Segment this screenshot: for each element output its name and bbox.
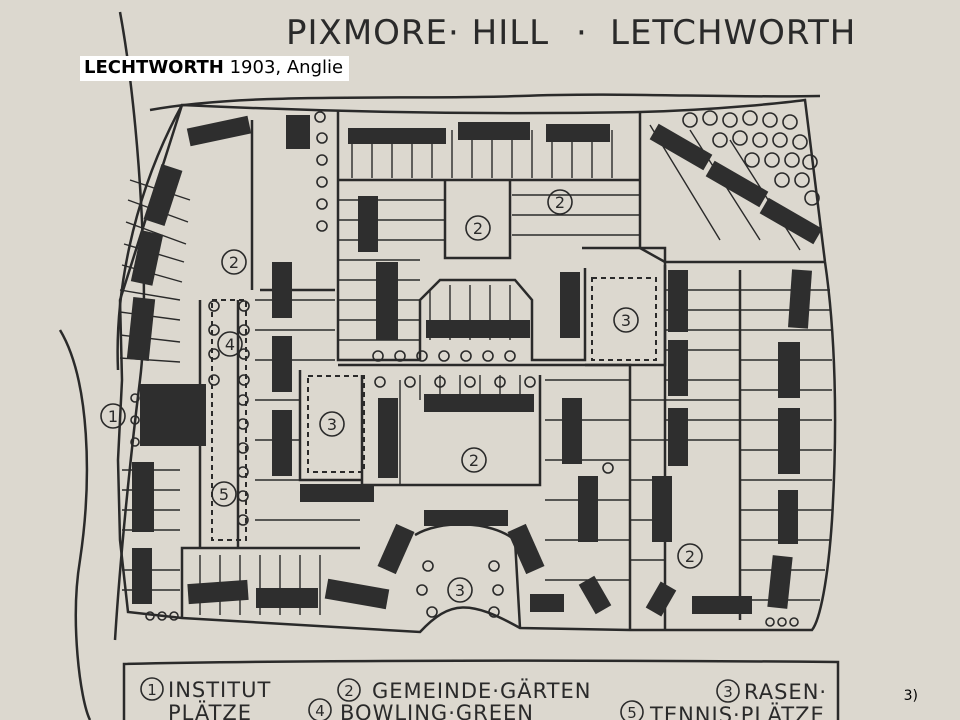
area-marker-gardens: 2	[677, 543, 703, 569]
area-number: 3	[327, 415, 337, 434]
area-marker-lawn: 3	[613, 307, 639, 333]
svg-text:2: 2	[344, 682, 354, 700]
trees	[130, 110, 820, 627]
legend-item-tennis: 5 TENNIS·PLÄTZE	[620, 700, 825, 720]
legend-item-lawn: 3 RASEN·	[716, 679, 827, 704]
area-number: 5	[219, 485, 229, 504]
area-marker-gardens: 2	[221, 249, 247, 275]
legend-item-gardens: 2 GEMEINDE·GÄRTEN	[337, 678, 591, 703]
map-heading: PIXMORE· HILL · LETCHWORTH	[286, 13, 856, 53]
area-number: 2	[555, 193, 565, 212]
area-number: 3	[621, 311, 631, 330]
area-number: 3	[455, 581, 465, 600]
svg-text:1: 1	[147, 681, 157, 699]
legend-label: INSTITUT	[168, 678, 271, 702]
area-marker-gardens: 2	[465, 215, 491, 241]
svg-text:4: 4	[315, 702, 325, 720]
legend-item-bowling: 4 BOWLING·GREEN	[308, 698, 534, 720]
area-marker-institute: 1	[100, 403, 126, 429]
area-marker-tennis: 5	[211, 481, 237, 507]
buildings	[126, 115, 823, 617]
area-number: 2	[685, 547, 695, 566]
area-marker-lawn: 3	[319, 411, 345, 437]
area-number: 2	[469, 451, 479, 470]
svg-text:5: 5	[627, 704, 637, 720]
area-number: 2	[229, 253, 239, 272]
area-number: 1	[108, 407, 118, 426]
area-number: 2	[473, 219, 483, 238]
legend-label: RASEN·	[744, 680, 827, 704]
area-marker-gardens: 2	[461, 447, 487, 473]
area-marker-bowling: 4	[217, 331, 243, 357]
legend-label: GEMEINDE·GÄRTEN	[372, 678, 591, 703]
area-number: 4	[225, 335, 235, 354]
map-legend: 1 INSTITUT PLÄTZE 2 GEMEINDE·GÄRTEN 4 BO…	[122, 659, 840, 720]
heading-right: LETCHWORTH	[610, 13, 856, 53]
heading-left: PIXMORE· HILL	[286, 13, 549, 53]
legend-label: PLÄTZE	[168, 700, 252, 720]
heading-separator: ·	[576, 13, 587, 53]
area-markers: 1 2 2 2 2 2 3 3	[100, 189, 703, 603]
area-marker-lawn: 3	[447, 577, 473, 603]
area-marker-gardens: 2	[547, 189, 573, 215]
caption-title: LECHTWORTH	[84, 57, 224, 78]
caption-subtitle: 1903, Anglie	[229, 57, 344, 78]
legend-label: BOWLING·GREEN	[340, 701, 534, 720]
legend-label: TENNIS·PLÄTZE	[649, 702, 825, 720]
slide-number: 3)	[903, 688, 918, 704]
svg-text:3: 3	[723, 683, 733, 701]
legend-item-institute: 1 INSTITUT PLÄTZE	[140, 677, 271, 720]
slide-caption: LECHTWORTH 1903, Anglie	[80, 56, 350, 81]
